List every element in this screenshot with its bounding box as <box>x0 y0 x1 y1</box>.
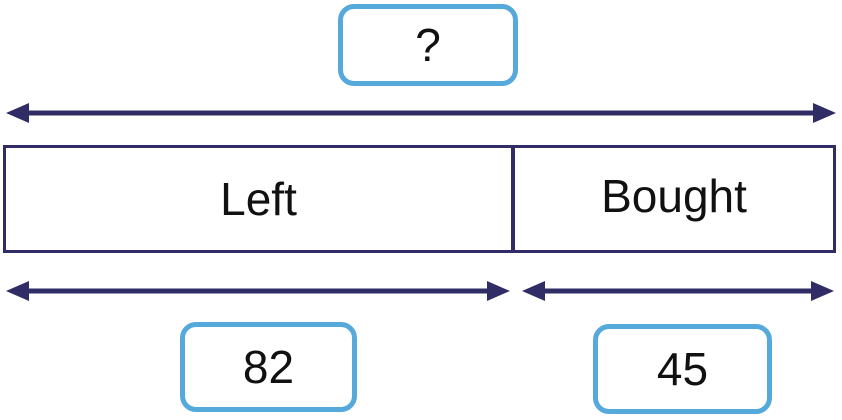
bought-value-box: 45 <box>593 324 772 414</box>
total-value-box: ? <box>338 4 518 86</box>
left-value-box: 82 <box>180 322 357 412</box>
segment-bought-label: Bought <box>601 170 747 222</box>
total-value-label: ? <box>415 19 441 71</box>
tape-segment-bought: Bought <box>515 148 833 250</box>
segment-left-label: Left <box>220 173 297 225</box>
total-span-arrow-icon <box>6 103 836 123</box>
tape-segment-left: Left <box>6 148 515 250</box>
bought-value-label: 45 <box>656 343 709 395</box>
left-value-label: 82 <box>242 341 295 393</box>
left-segment-arrow-icon <box>6 281 510 301</box>
bought-segment-arrow-icon <box>522 281 834 301</box>
tape-bar: Left Bought <box>3 145 836 253</box>
